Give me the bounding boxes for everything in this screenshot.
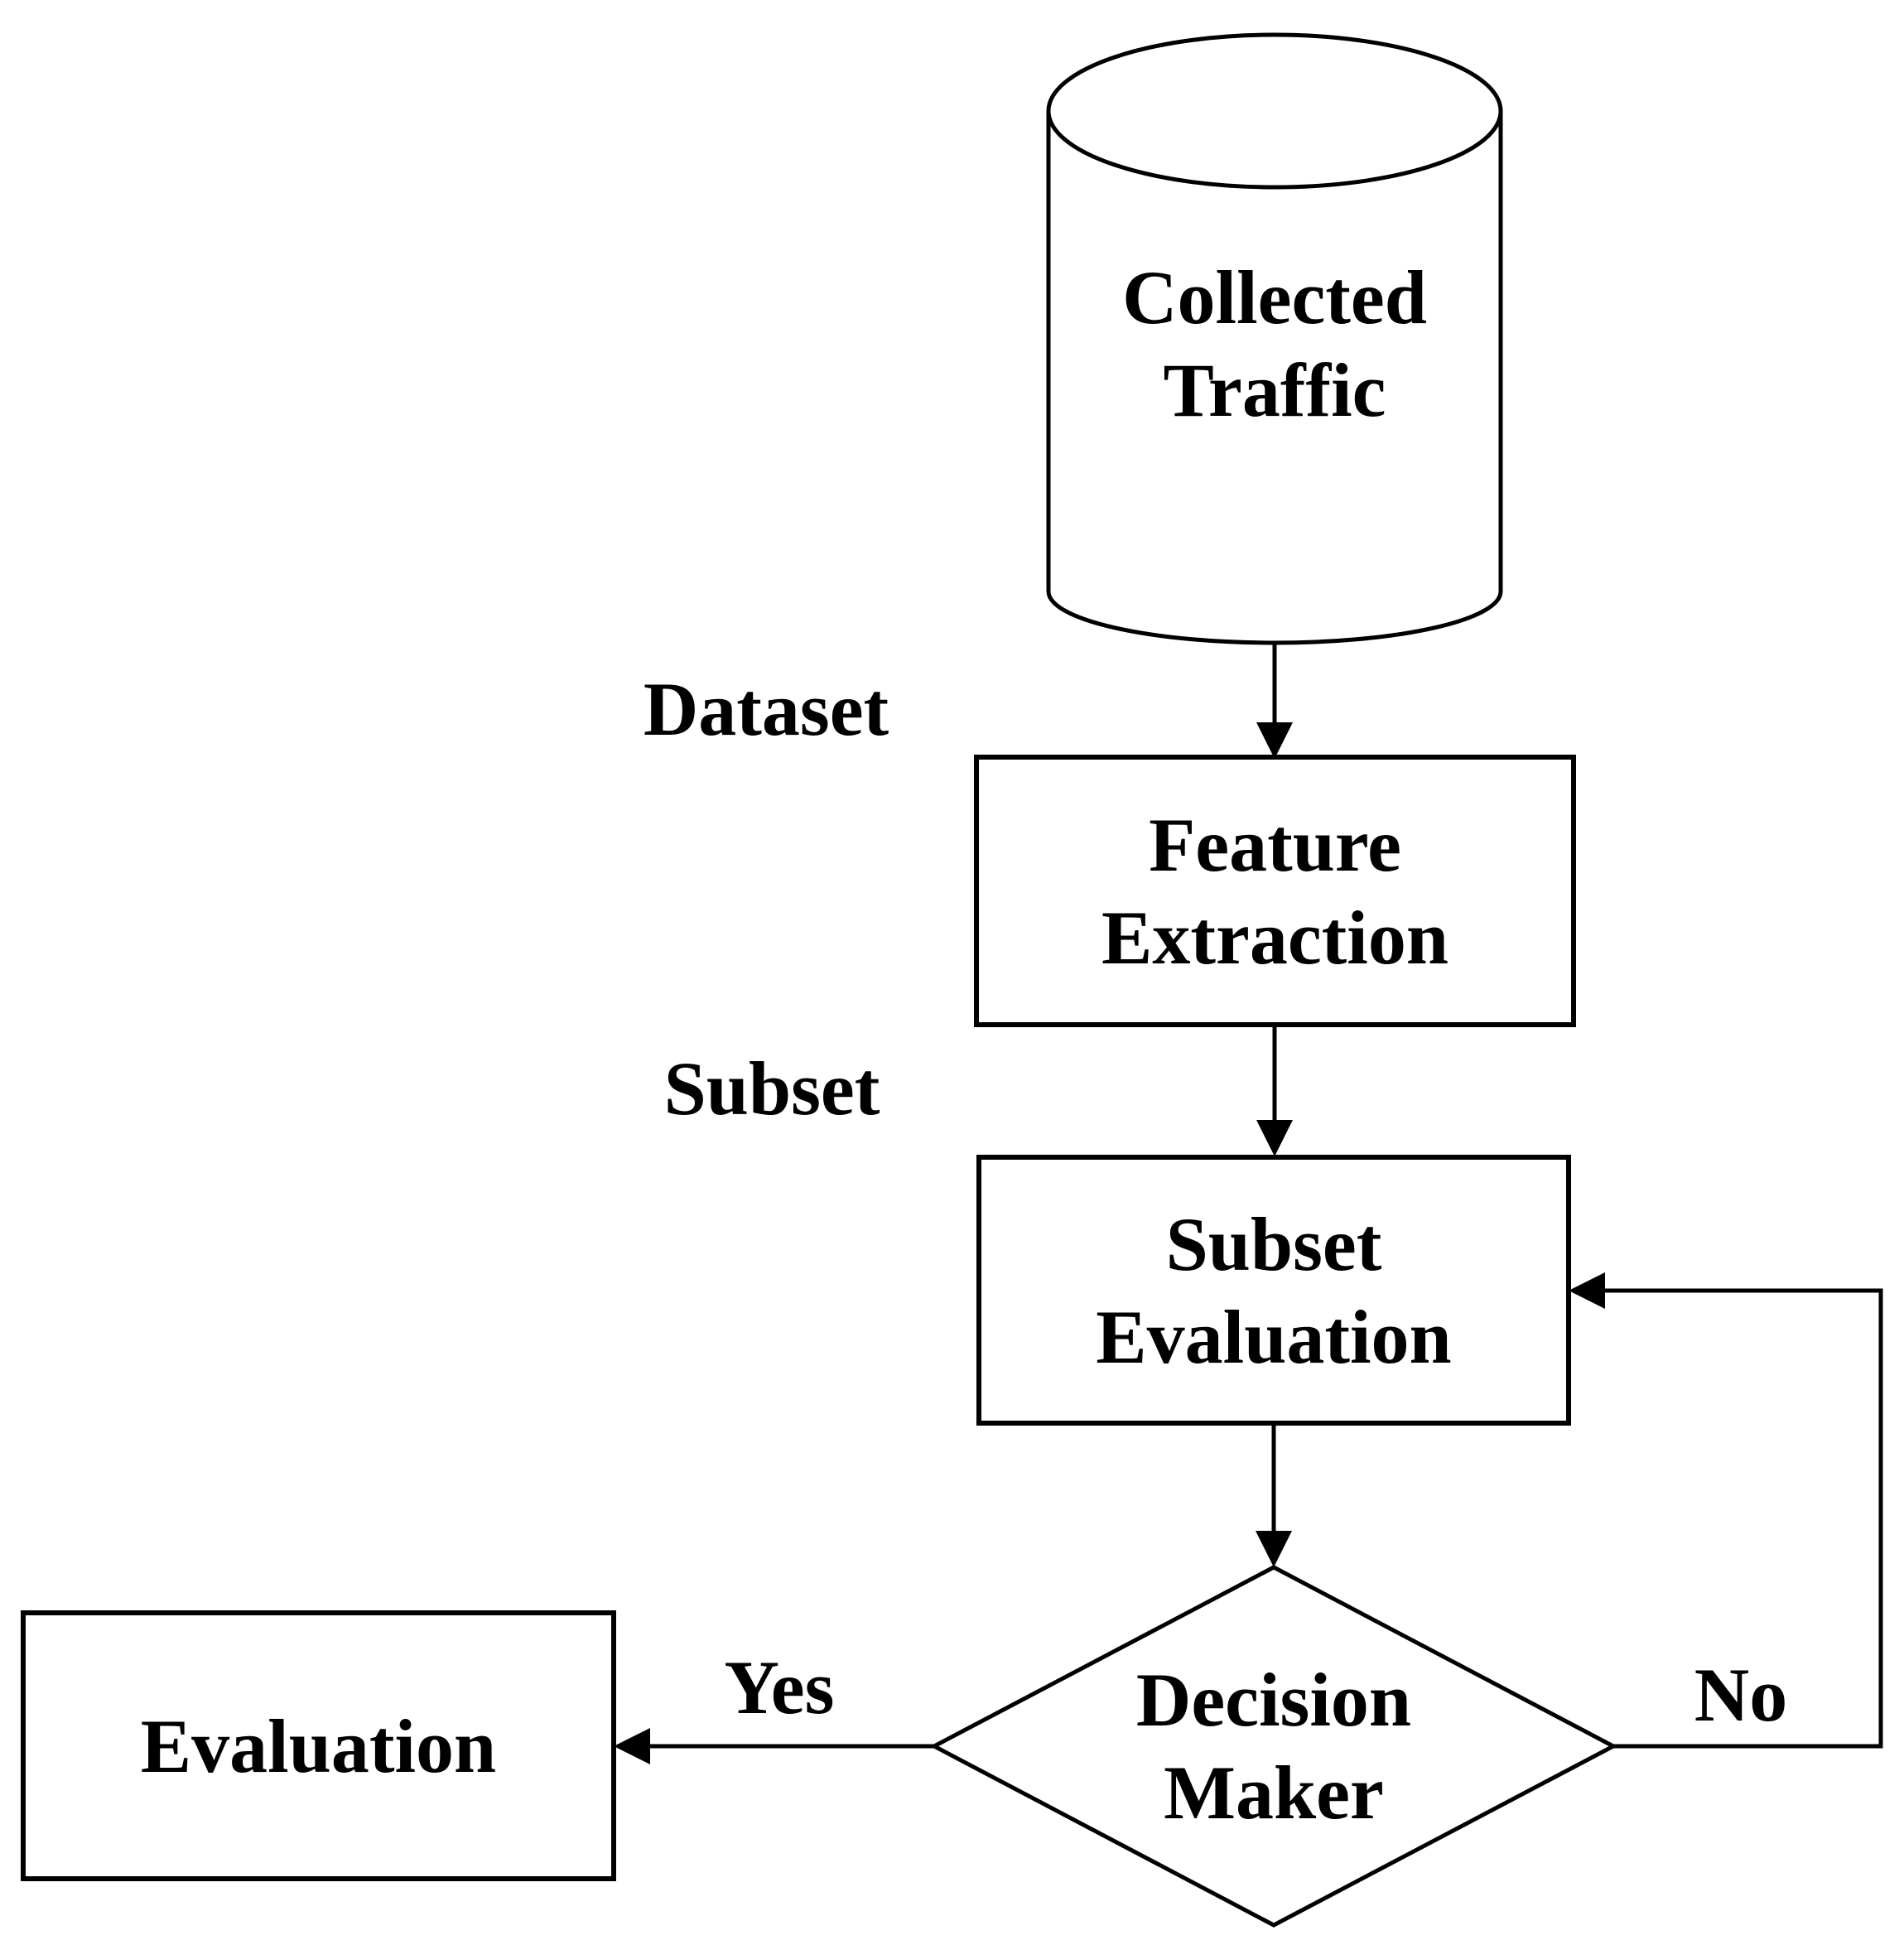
cylinder-bottom-arc [1046,591,1503,645]
node-collected-traffic-cylinder [1046,32,1503,645]
feature-extraction-label: Feature Extraction [976,757,1574,1025]
edge-subset-arrowhead-icon [1256,1120,1293,1156]
evaluation-label-text: Evaluation [140,1703,497,1788]
edge-no-line [1605,1288,1883,1749]
edge-no-arrowhead-icon [1569,1272,1605,1309]
decision-maker-label: Decision Maker [934,1567,1613,1925]
subset-evaluation-label: Subset Evaluation [979,1157,1569,1423]
dataset-edge-label: Dataset [643,667,889,751]
node-decision-maker-diamond [929,1565,1618,1928]
node-subset-evaluation-box [976,1155,1571,1426]
no-edge-label: No [1694,1653,1788,1737]
node-feature-extraction-box [974,755,1576,1027]
feature-extraction-label-text: Feature Extraction [1101,802,1449,980]
node-evaluation-box [21,1610,616,1881]
cylinder-top-ellipse [1046,32,1503,190]
collected-traffic-label: Collected Traffic [1122,255,1427,432]
edge-yes-arrowhead-icon [614,1728,650,1764]
edge-dataset-arrowhead-icon [1256,722,1293,759]
edge-decision-arrowhead-icon [1256,1531,1292,1567]
evaluation-label: Evaluation [23,1613,614,1879]
subset-edge-label: Subset [663,1046,880,1131]
subset-evaluation-label-text: Subset Evaluation [1096,1201,1452,1379]
yes-edge-label: Yes [724,1645,835,1730]
decision-maker-label-text: Decision Maker [1135,1658,1412,1835]
